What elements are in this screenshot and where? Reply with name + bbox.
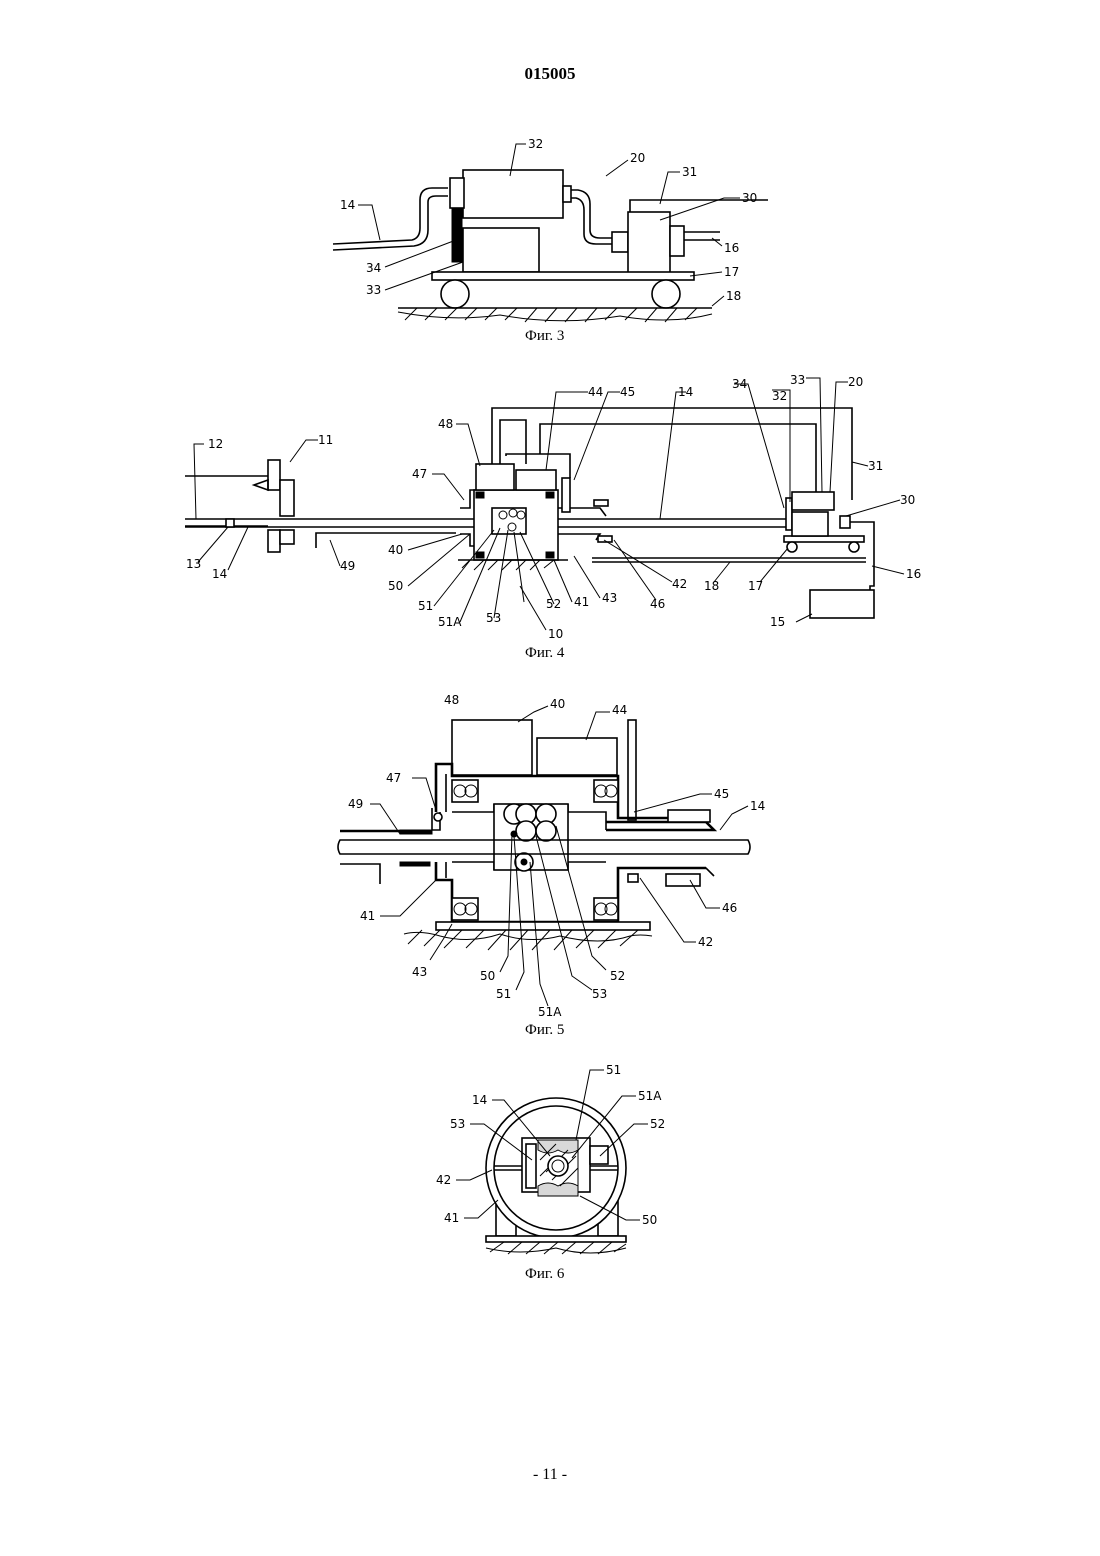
figure-5-drawing: 48 40 44 47 45 49 14 46 41 42 43 50 52 5… [0,680,1100,1025]
fig6-label-51: 51 [606,1063,621,1077]
fig3-label-31: 31 [682,165,697,179]
fig5-label-14: 14 [750,799,765,813]
fig5-label-53: 53 [592,987,607,1001]
fig6-label-50: 50 [642,1213,657,1227]
fig4-label-10: 10 [548,627,563,641]
fig4-label-43: 43 [602,591,617,605]
figure-5-caption: Фиг. 5 [525,1022,564,1039]
fig4-label-49: 49 [340,559,355,573]
fig4-label-12: 12 [208,437,223,451]
fig6-label-14: 14 [472,1093,487,1107]
fig4-label-14-left: 14 [212,567,227,581]
fig3-label-14: 14 [340,198,355,212]
fig4-label-52: 52 [546,597,561,611]
fig5-label-49: 49 [348,797,363,811]
fig4-label-44: 44 [588,385,603,399]
figure-6-caption: Фиг. 6 [525,1266,564,1283]
motor-32-f4 [792,512,828,536]
fig4-label-31: 31 [868,459,883,473]
fig5-label-41: 41 [360,909,375,923]
fig6-label-52: 52 [650,1117,665,1131]
document-number: 015005 [0,64,1100,84]
figure-4-drawing: 44 45 14 34 33 20 32 48 12 11 47 31 30 1… [0,370,1100,660]
fig3-label-16: 16 [724,241,739,255]
figure-4-caption: Фиг. 4 [525,645,564,662]
fig4-label-48: 48 [438,417,453,431]
fig4-label-33: 33 [790,373,805,387]
fig5-label-52: 52 [610,969,625,983]
fig5-label-47: 47 [386,771,401,785]
fig5-label-44: 44 [612,703,627,717]
fig4-label-45: 45 [620,385,635,399]
fig3-label-20: 20 [630,151,645,165]
gear-34 [452,208,462,262]
fig4-label-13: 13 [186,557,201,571]
fig4-label-15: 15 [770,615,785,629]
fig4-label-51: 51 [418,599,433,613]
motor-48 [476,464,514,490]
unit-33-f4 [792,492,834,510]
fig4-label-46: 46 [650,597,665,611]
fig6-label-42: 42 [436,1173,451,1187]
fig3-label-32: 32 [528,137,543,151]
page-number: - 11 - [0,1466,1100,1484]
fig5-label-51A: 51A [538,1005,562,1019]
fig3-label-33: 33 [366,283,381,297]
fig5-label-51: 51 [496,987,511,1001]
fig4-label-40: 40 [388,543,403,557]
figure-6-drawing: 51 14 51A 53 52 42 41 50 [0,1060,1100,1275]
fig5-label-40: 40 [550,697,565,711]
motor-32 [463,170,563,218]
fig4-label-16: 16 [906,567,921,581]
motor-44-f5 [537,738,617,775]
unit-33 [463,228,539,272]
fig4-label-32: 32 [772,389,787,403]
fig5-label-43: 43 [412,965,427,979]
fig4-label-41: 41 [574,595,589,609]
fig4-label-53: 53 [486,611,501,625]
fig4-label-20: 20 [848,375,863,389]
fig3-label-18: 18 [726,289,741,303]
figure-3-drawing: 32 20 31 30 14 16 34 17 33 18 [0,130,1100,340]
fig6-label-53: 53 [450,1117,465,1131]
fig4-label-47: 47 [412,467,427,481]
unit-30 [612,232,628,252]
fig5-label-48: 48 [444,693,459,707]
fig4-label-51A: 51A [438,615,462,629]
fig4-label-34: 34 [732,377,747,391]
fig6-label-41: 41 [444,1211,459,1225]
fig4-label-18: 18 [704,579,719,593]
fig4-label-14: 14 [678,385,693,399]
fig3-label-34: 34 [366,261,381,275]
fig4-label-11: 11 [318,433,333,447]
motor-48-f5 [452,720,532,775]
fig6-label-51A: 51A [638,1089,662,1103]
fig4-label-42: 42 [672,577,687,591]
fig3-label-17: 17 [724,265,739,279]
fig5-label-46: 46 [722,901,737,915]
fig3-label-30: 30 [742,191,757,205]
fig5-label-45: 45 [714,787,729,801]
figure-3-caption: Фиг. 3 [525,328,564,345]
motor-44 [516,470,556,490]
platform-17 [432,272,694,280]
fig4-label-30: 30 [900,493,915,507]
fig4-label-50: 50 [388,579,403,593]
fig5-label-42: 42 [698,935,713,949]
fig4-label-17: 17 [748,579,763,593]
fig5-label-50: 50 [480,969,495,983]
unit-15 [810,590,874,618]
